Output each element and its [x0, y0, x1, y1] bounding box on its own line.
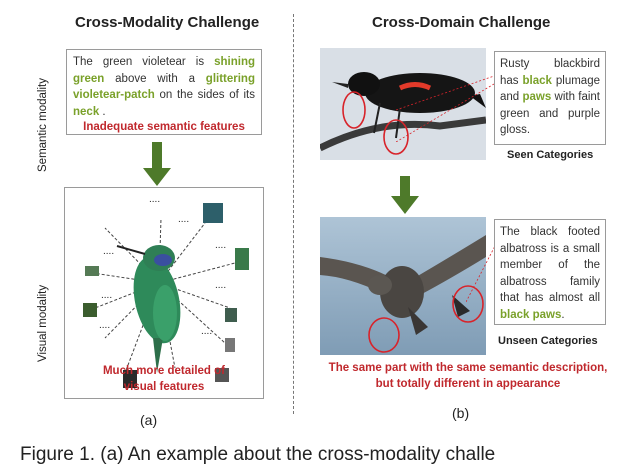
panel-divider: [293, 14, 294, 414]
patch-thumb: [85, 266, 99, 276]
seen-pointer-lines: [396, 75, 495, 142]
albatross-photo: [320, 217, 486, 355]
highlighted-attribute: shining green: [73, 56, 255, 85]
visual-features-box: .... .... .... .... .... .... .... .... …: [64, 187, 264, 399]
visual-modality-label: Visual modality: [37, 284, 49, 362]
highlighted-attribute: black: [522, 74, 552, 87]
unseen-description-box: The black footed albatross is a small me…: [494, 219, 606, 325]
bottom-note-line2: but totally different in appearance: [375, 378, 561, 390]
description-segment: plumage and: [500, 74, 600, 104]
down-arrow-right: [391, 176, 419, 214]
seen-description-text: Rusty blackbird has black plumage and pa…: [500, 56, 600, 139]
unseen-description-text: The black footed albatross is a small me…: [500, 224, 600, 323]
figure-caption: Figure 1. (a) An example about the cross…: [20, 444, 496, 465]
highlighted-attribute: paws: [522, 91, 552, 103]
detailed-visual-line1: Much more detailed of: [102, 365, 226, 377]
description-segment: with faint green and purple gloss.: [500, 91, 601, 136]
svg-text:....: ....: [215, 280, 226, 291]
semantic-description-box: The green violetear is shining green abo…: [66, 49, 262, 135]
inadequate-semantic-label: Inadequate semantic features: [83, 121, 245, 133]
svg-text:....: ....: [101, 290, 112, 301]
bottom-note-line1: The same part with the same semantic des…: [328, 362, 608, 374]
subfigure-a-label: (a): [140, 412, 158, 428]
patch-thumb: [215, 368, 229, 382]
svg-text:....: ....: [149, 194, 160, 205]
description-segment: on the sides of its: [154, 89, 256, 101]
svg-text:....: ....: [201, 326, 212, 337]
down-arrow-left: [143, 142, 171, 186]
svg-text:....: ....: [178, 214, 189, 225]
bottom-note: The same part with the same semantic des…: [318, 360, 618, 392]
patch-thumb: [235, 248, 249, 270]
patch-thumb: [203, 203, 223, 223]
hummingbird-image: [116, 245, 181, 373]
highlighted-attribute: neck: [73, 105, 100, 118]
highlighted-attribute: glittering violetear-patch: [73, 72, 255, 102]
semantic-description-text: The green violetear is shining green abo…: [73, 54, 255, 120]
patch-thumb: [225, 338, 235, 352]
highlighted-attribute: black paws: [500, 308, 562, 321]
description-segment: Rusty blackbird has: [500, 58, 600, 87]
detailed-visual-line2: visual features: [123, 381, 205, 393]
seen-categories-label: Seen Categories: [507, 149, 594, 161]
blackbird-photo: [320, 48, 486, 160]
svg-text:....: ....: [99, 320, 110, 331]
detailed-visual-label: Much more detailed of visual features: [65, 363, 263, 395]
patch-thumb: [225, 308, 237, 322]
cross-domain-title: Cross-Domain Challenge: [372, 14, 551, 31]
unseen-categories-label: Unseen Categories: [498, 335, 598, 347]
description-segment: The green violetear is: [73, 56, 215, 68]
semantic-modality-label: Semantic modality: [37, 78, 49, 172]
subfigure-b-label: (b): [452, 405, 470, 421]
patch-thumb: [83, 303, 97, 317]
seen-description-box: Rusty blackbird has black plumage and pa…: [494, 51, 606, 145]
description-segment: above with a: [104, 72, 206, 85]
unseen-pointer-lines: [466, 243, 496, 303]
hummingbird-feature-diagram: .... .... .... .... .... .... .... ....: [83, 194, 249, 388]
patch-thumb: [123, 370, 137, 388]
description-segment: The black footed albatross is a small me…: [500, 226, 600, 304]
description-segment: .: [99, 105, 106, 118]
svg-text:....: ....: [103, 246, 114, 257]
svg-text:....: ....: [215, 240, 226, 251]
cross-modality-title: Cross-Modality Challenge: [75, 14, 260, 31]
description-segment: .: [561, 308, 565, 321]
